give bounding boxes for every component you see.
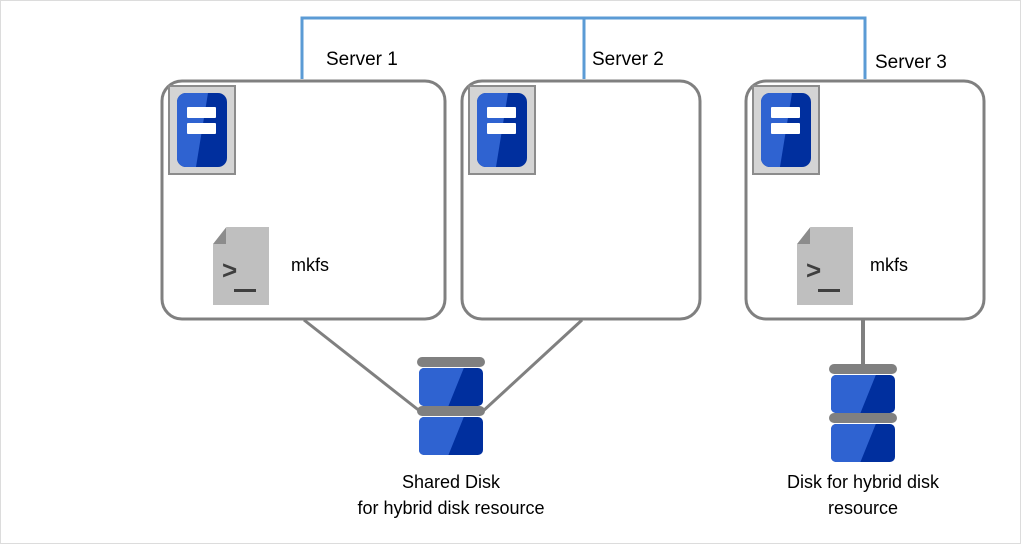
disk-platter	[417, 406, 485, 416]
prompt-cursor-icon	[818, 289, 840, 292]
shared-disk-caption-line2: for hybrid disk resource	[357, 498, 545, 518]
disk-stack-icon	[829, 364, 897, 464]
disk-platter	[829, 413, 897, 423]
hybrid-disk-caption-line2: resource	[827, 498, 899, 518]
server-icon-body	[177, 93, 227, 167]
disk-stack-icon	[417, 357, 485, 457]
server-icon-bar	[487, 107, 516, 119]
server-icon-bar	[187, 123, 216, 135]
document-fold-corner	[213, 227, 227, 245]
server-icon	[468, 85, 536, 175]
server-2-label: Server 2	[592, 49, 664, 70]
server-icon	[752, 85, 820, 175]
mkfs-document-icon: >	[213, 227, 269, 305]
server-icon-body	[761, 93, 811, 167]
shared-disk-caption-line1: Shared Disk	[401, 472, 501, 492]
connector-server2-shared-disk	[480, 318, 584, 414]
server-icon-bar	[771, 107, 800, 119]
prompt-cursor-icon	[234, 289, 256, 292]
disk-platter	[417, 357, 485, 367]
server-icon-bar	[187, 107, 216, 119]
mkfs-label: mkfs	[291, 255, 329, 275]
prompt-caret-icon: >	[806, 255, 822, 285]
server-icon-bar	[487, 123, 516, 135]
hybrid-disk-caption-line1: Disk for hybrid disk	[786, 472, 940, 492]
disk-block	[831, 424, 895, 462]
disk-block	[831, 375, 895, 413]
mkfs-label: mkfs	[870, 255, 908, 275]
server-group-bracket	[300, 16, 867, 79]
server-1-label: Server 1	[326, 49, 398, 70]
document-fold-corner	[797, 227, 811, 245]
prompt-caret-icon: >	[222, 255, 238, 285]
disk-platter	[829, 364, 897, 374]
disk-block	[419, 417, 483, 455]
server-icon-body	[477, 93, 527, 167]
disk-block	[419, 368, 483, 406]
connector-server1-shared-disk	[303, 318, 422, 414]
server-icon-bar	[771, 123, 800, 135]
server-icon	[168, 85, 236, 175]
mkfs-document-icon: >	[797, 227, 853, 305]
server-3-label: Server 3	[875, 52, 947, 73]
